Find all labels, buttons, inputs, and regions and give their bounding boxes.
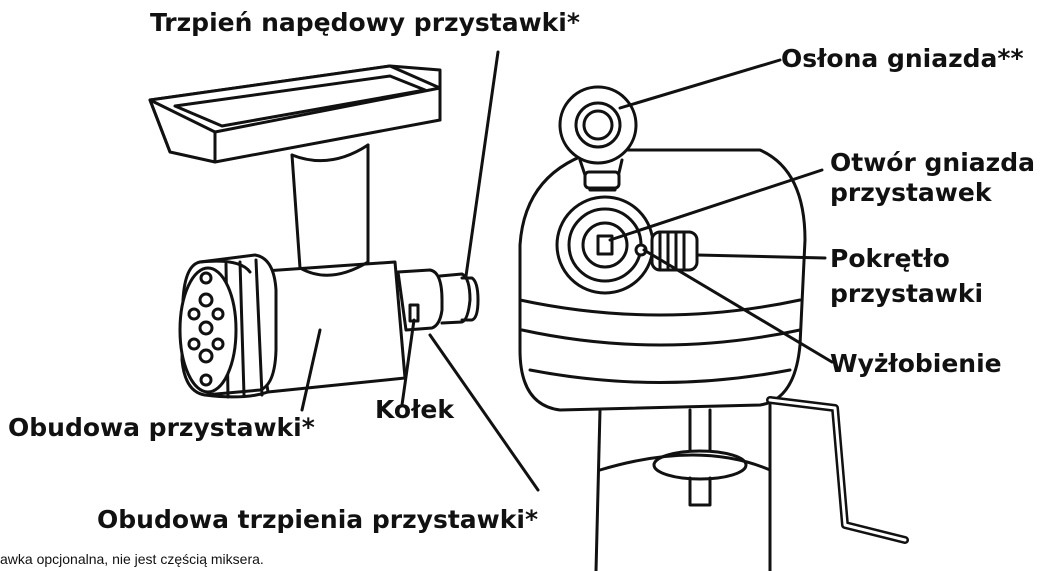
leader-knob bbox=[695, 253, 827, 260]
drive-shaft-end bbox=[460, 276, 480, 322]
grinding-plate bbox=[178, 266, 238, 394]
mixer-head-illustration bbox=[518, 85, 909, 571]
grinder-attachment-illustration bbox=[148, 64, 480, 399]
label-hub-cover: Osłona gniazda** bbox=[781, 44, 1024, 73]
footnote: awka opcjonalna, nie jest częścią mikser… bbox=[0, 551, 264, 567]
label-hub-socket-line2: przystawek bbox=[830, 178, 992, 207]
grinder-neck bbox=[290, 143, 370, 270]
shaft-housing-collar bbox=[396, 268, 444, 332]
leader-hub-socket bbox=[608, 168, 824, 242]
hub-cover bbox=[558, 85, 638, 165]
mixer-column bbox=[594, 403, 772, 571]
label-pin: Kołek bbox=[375, 395, 454, 424]
leader-shaft-housing bbox=[428, 333, 540, 492]
leader-drive-shaft bbox=[464, 50, 500, 278]
leader-hub-cover bbox=[618, 58, 782, 110]
leader-housing bbox=[300, 328, 322, 412]
label-knob-line1: Pokrętło bbox=[830, 244, 950, 273]
leader-notch bbox=[642, 248, 834, 364]
label-hub-socket-line1: Otwór gniazda bbox=[830, 148, 1035, 177]
leader-pin bbox=[400, 318, 416, 407]
label-housing: Obudowa przystawki* bbox=[8, 413, 315, 442]
leader-lines bbox=[300, 50, 834, 492]
label-drive-shaft: Trzpień napędowy przystawki* bbox=[150, 8, 580, 37]
label-knob-line2: przystawki bbox=[830, 279, 984, 308]
label-notch: Wyżłobienie bbox=[830, 349, 1002, 378]
label-shaft-housing: Obudowa trzpienia przystawki* bbox=[97, 505, 539, 534]
